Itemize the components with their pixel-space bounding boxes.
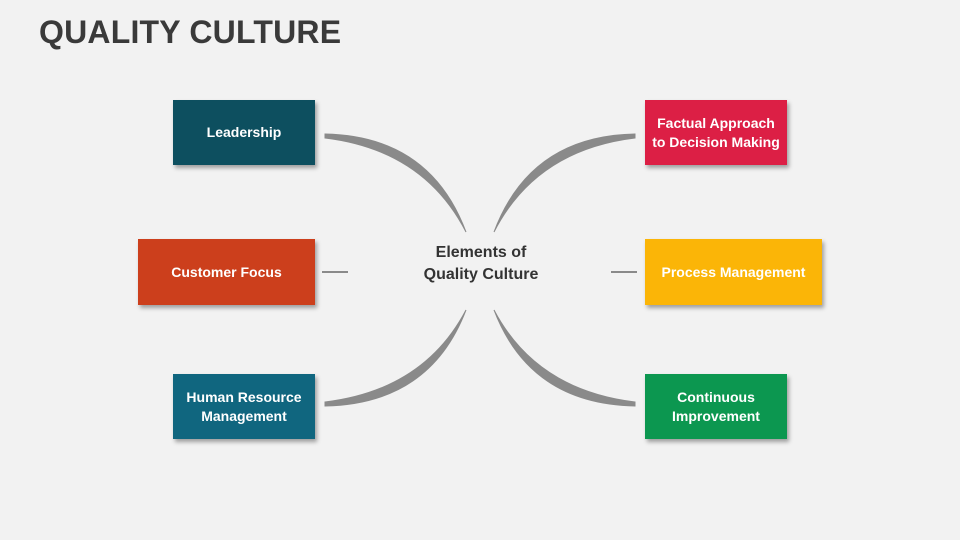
arc-top-left [324,133,467,233]
box-leadership[interactable]: Leadership [173,100,315,165]
center-label: Elements of Quality Culture [391,242,571,286]
center-label-line-1: Elements of [435,244,527,261]
center-label-line-2: Quality Culture [423,266,539,283]
arc-bottom-right [493,309,636,407]
arc-bottom-left [324,309,467,407]
box-factual-approach-label-1: Factual Approach [657,114,775,131]
box-factual-approach[interactable]: Factual Approach to Decision Making [645,100,787,165]
box-human-resource-management[interactable]: Human Resource Management [173,374,315,439]
slide-title: QUALITY CULTURE [39,14,342,50]
box-human-resource-management-label-2: Management [201,407,287,424]
box-human-resource-management-label-1: Human Resource [186,388,302,405]
box-continuous-improvement[interactable]: Continuous Improvement [645,374,787,439]
box-continuous-improvement-label-2: Improvement [672,407,760,424]
box-process-management-label: Process Management [661,263,806,280]
box-leadership-label: Leadership [206,124,282,140]
box-process-management[interactable]: Process Management [645,239,822,305]
box-customer-focus[interactable]: Customer Focus [138,239,315,305]
box-customer-focus-label: Customer Focus [171,263,282,280]
box-factual-approach-label-2: to Decision Making [652,133,780,150]
box-continuous-improvement-label-1: Continuous [677,388,755,405]
arc-top-right [493,133,636,233]
